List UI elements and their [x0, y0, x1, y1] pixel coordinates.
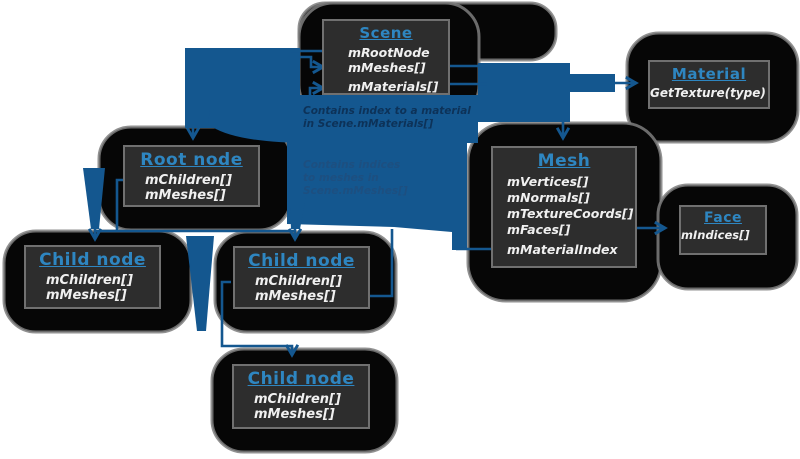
- blue-arm-to-material: [565, 74, 615, 92]
- annotation-mesh-indices: Contains indices to meshes in Scene.mMes…: [303, 159, 408, 198]
- scene-field-mrootnode: mRootNode: [348, 45, 430, 60]
- annotation-line: Contains index to a material: [303, 105, 471, 117]
- blue-wedge-left: [83, 168, 105, 229]
- blue-flow-right: [478, 63, 570, 122]
- mesh-title: Mesh: [537, 151, 591, 171]
- child-left-field-mchildren: mChildren[]: [46, 273, 133, 288]
- annotation-line: Scene.mMeshes[]: [303, 185, 408, 197]
- child-bottom-field-mmeshes: mMeshes[]: [254, 407, 335, 422]
- face-box: Face mIndices[]: [679, 205, 767, 255]
- root-node-title: Root node: [140, 150, 243, 170]
- blue-flow-band: [288, 95, 478, 143]
- root-node-box: Root node mChildren[] mMeshes[]: [123, 145, 260, 207]
- mesh-field-mmaterialindex: mMaterialIndex: [507, 242, 618, 257]
- mesh-field-mvertices: mVertices[]: [507, 174, 589, 189]
- annotation-line: in Scene.mMaterials[]: [303, 118, 434, 130]
- scene-field-mmaterials: mMaterials[]: [348, 79, 439, 94]
- child-bottom-title: Child node: [247, 369, 355, 389]
- face-title: Face: [704, 210, 742, 226]
- annotation-material-index: Contains index to a material in Scene.mM…: [303, 105, 471, 131]
- scene-field-mmeshes: mMeshes[]: [348, 60, 426, 75]
- material-title: Material: [671, 65, 747, 83]
- child-middle-field-mmeshes: mMeshes[]: [255, 289, 336, 304]
- child-left-field-mmeshes: mMeshes[]: [46, 288, 127, 303]
- scene-title: Scene: [359, 24, 413, 42]
- child-node-middle-box: Child node mChildren[] mMeshes[]: [233, 246, 370, 309]
- annotation-line: Contains indices: [303, 159, 401, 171]
- mesh-field-mtexturecoords: mTextureCoords[]: [507, 206, 634, 221]
- arrow-into-scene-mmeshes: [299, 55, 326, 75]
- arrow-to-child-bottom: [220, 280, 300, 358]
- material-field-gettexture: GetTexture(type): [650, 86, 766, 100]
- mesh-field-mfaces: mFaces[]: [507, 222, 571, 237]
- child-middle-field-mchildren: mChildren[]: [255, 274, 342, 289]
- scene-box: Scene mRootNode mMeshes[] mMaterials[]: [322, 19, 450, 95]
- blue-flow-center: [287, 140, 467, 250]
- annotation-line: to meshes in: [303, 172, 379, 184]
- child-node-bottom-box: Child node mChildren[] mMeshes[]: [232, 364, 370, 429]
- face-field-mindices: mIndices[]: [681, 228, 750, 242]
- mesh-field-mnormals: mNormals[]: [507, 190, 590, 205]
- arrow-into-scene-mmaterials: [308, 80, 326, 118]
- blue-wedge-middle: [186, 236, 214, 331]
- child-node-left-box: Child node mChildren[] mMeshes[]: [24, 245, 161, 309]
- mesh-box: Mesh mVertices[] mNormals[] mTextureCoor…: [491, 146, 637, 268]
- blue-wedge-right: [288, 158, 313, 229]
- root-field-mchildren: mChildren[]: [145, 173, 232, 188]
- root-field-mmeshes: mMeshes[]: [145, 188, 226, 203]
- child-bottom-field-mchildren: mChildren[]: [254, 392, 341, 407]
- child-middle-title: Child node: [248, 251, 355, 271]
- material-box: Material GetTexture(type): [648, 60, 770, 109]
- child-left-title: Child node: [39, 250, 146, 270]
